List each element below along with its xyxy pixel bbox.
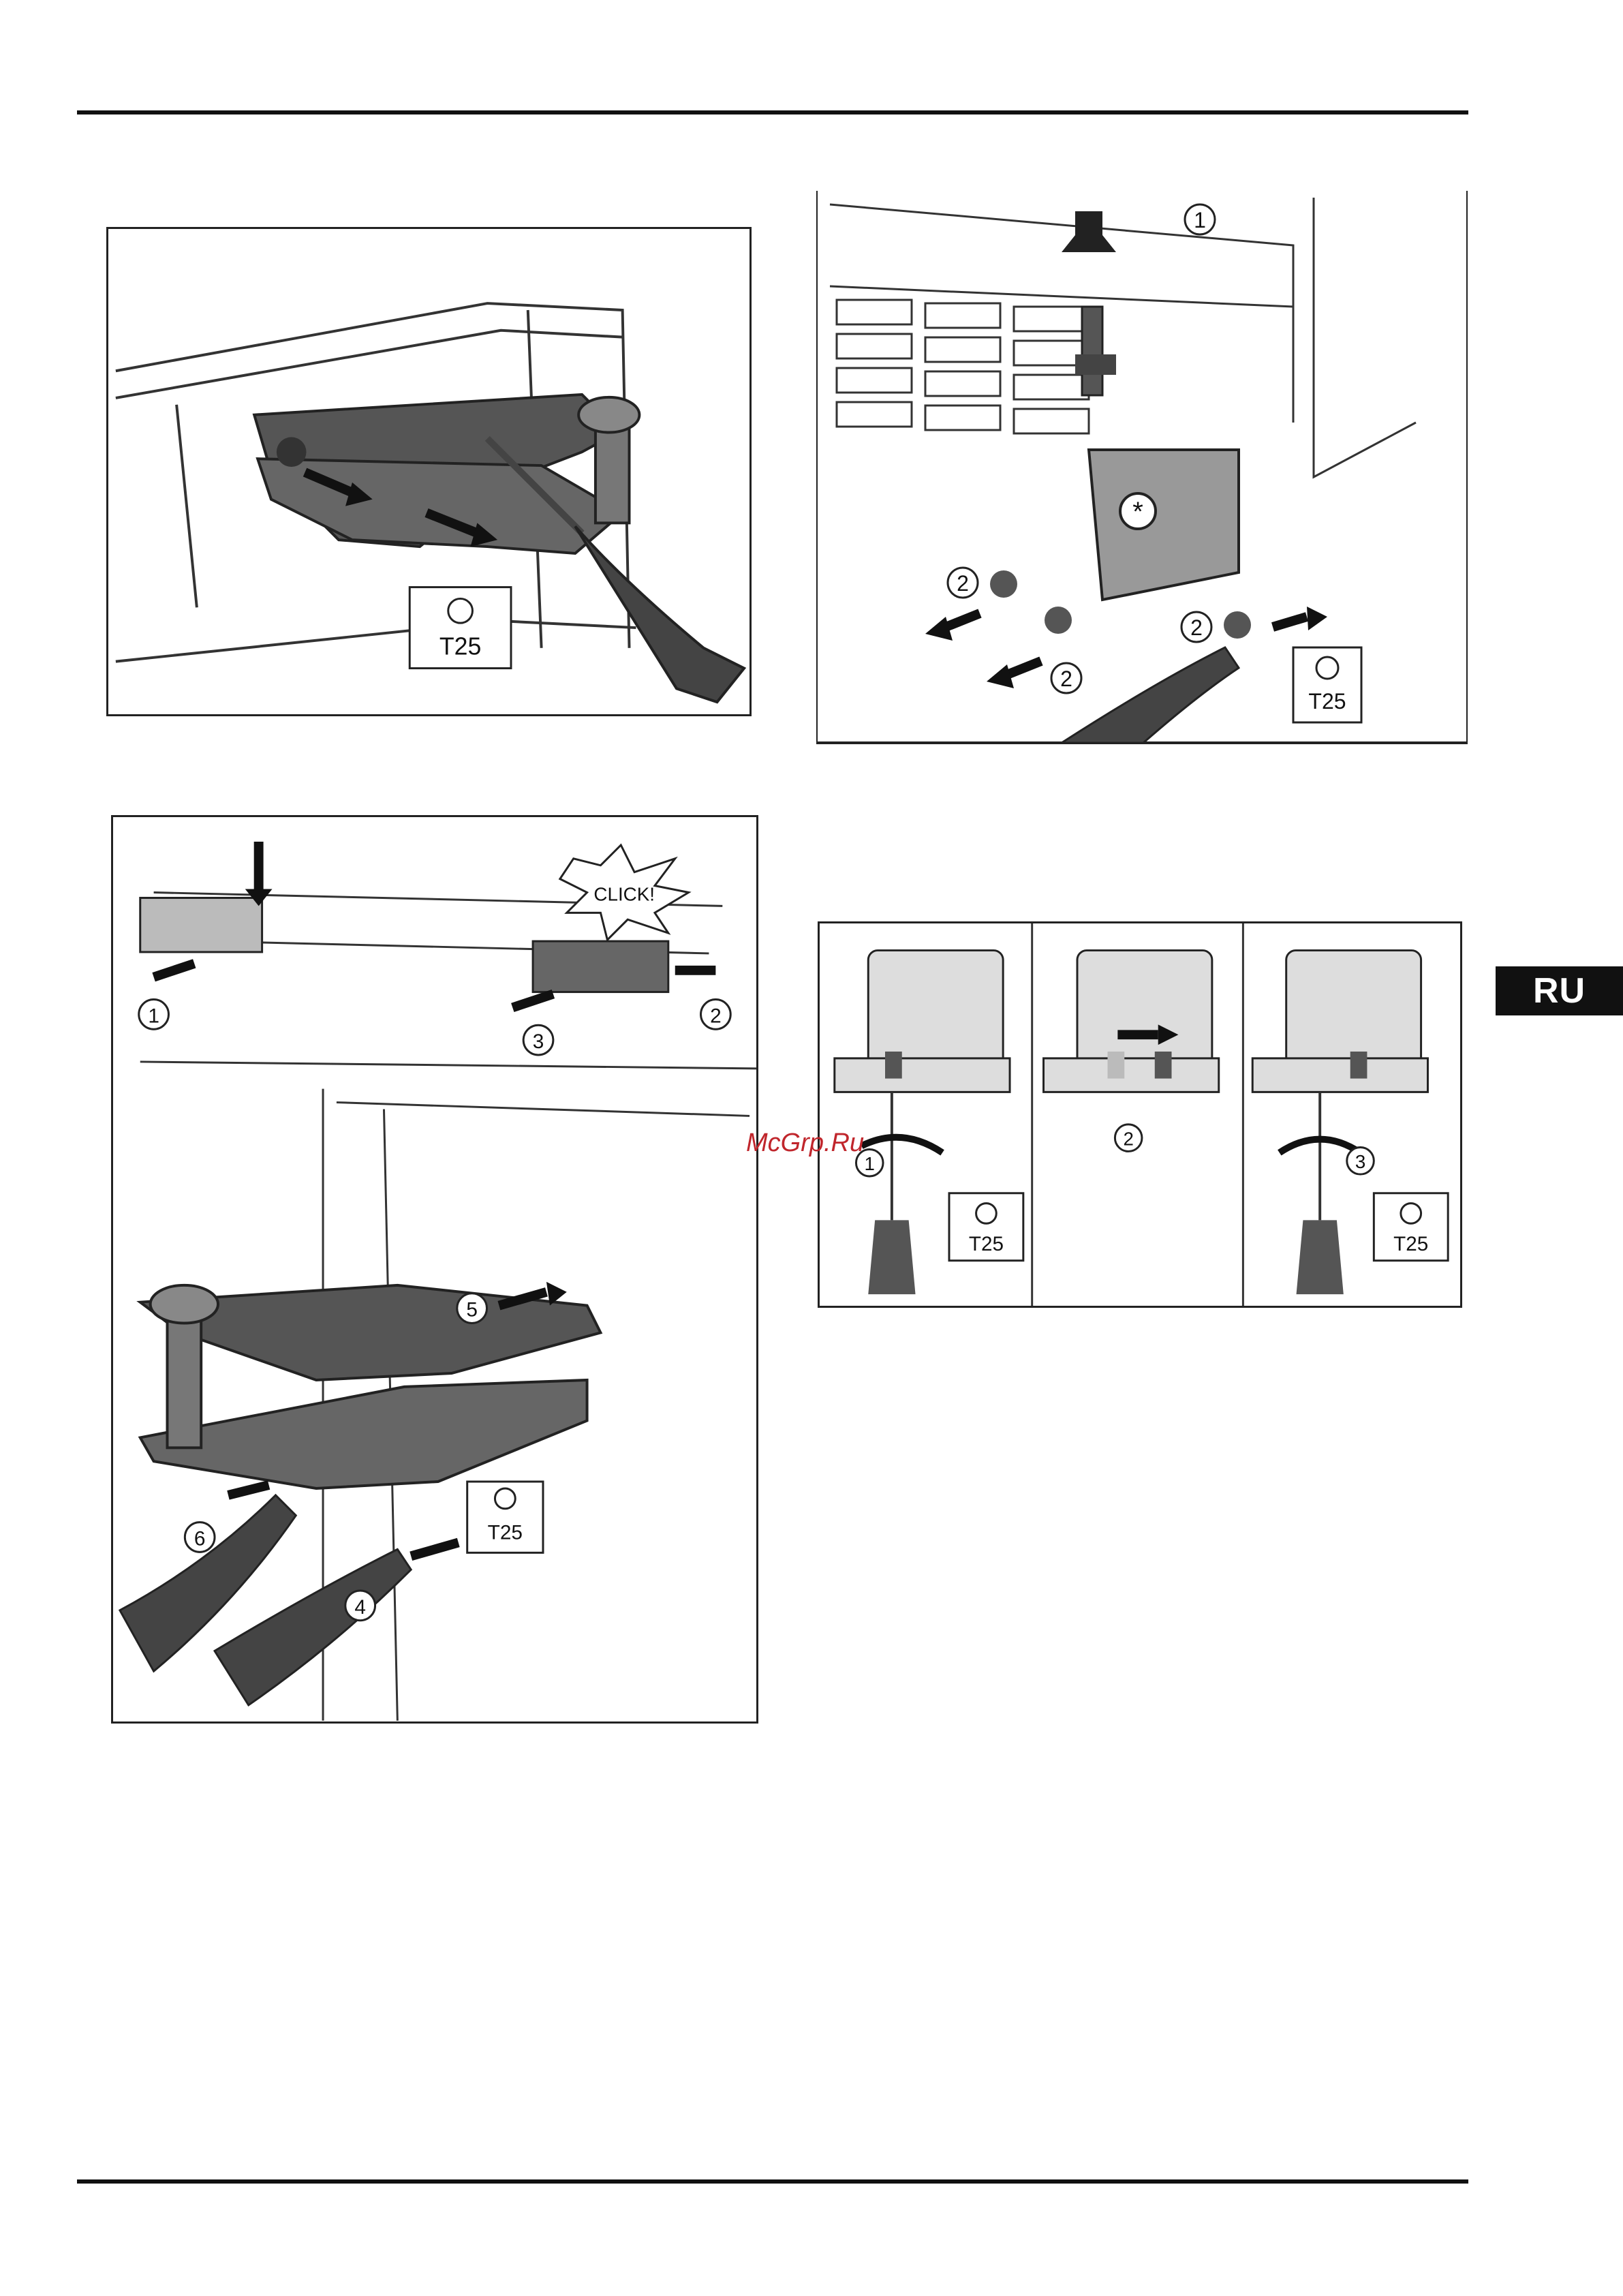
tool-label-t25-3: T25 [1393, 1233, 1428, 1255]
step-1: 1 [1194, 208, 1206, 232]
tool-label-t25: T25 [488, 1521, 523, 1544]
step-4: 4 [354, 1596, 366, 1619]
step-2: 2 [1123, 1129, 1133, 1150]
hinge-install-illustration: 1 2 3 CLICK! 5 6 4 T25 [113, 817, 756, 1721]
step-3: 3 [1355, 1151, 1365, 1172]
header-rule [77, 110, 1468, 114]
language-badge: RU [1496, 966, 1623, 1015]
step-1: 1 [865, 1153, 875, 1174]
step-2c: 2 [1190, 615, 1203, 640]
step-1: 1 [148, 1005, 159, 1027]
watermark: McGrp.Ru [746, 1129, 864, 1158]
svg-text:*: * [1132, 497, 1143, 527]
figure-bracket-removal: 1 * 2 2 2 T25 [816, 191, 1468, 750]
step-2b: 2 [1060, 667, 1072, 691]
click-label: CLICK! [593, 883, 655, 904]
step-5: 5 [466, 1299, 478, 1321]
tool-label-t25: T25 [1308, 689, 1346, 714]
hinge-removal-illustration: T25 [108, 229, 749, 714]
figure-hinge-install: 1 2 3 CLICK! 5 6 4 T25 [111, 815, 758, 1724]
bracket-removal-illustration: 1 * 2 2 2 T25 [816, 191, 1468, 750]
step-3: 3 [533, 1030, 544, 1053]
figure-hinge-removal: T25 [106, 227, 752, 716]
step-2: 2 [710, 1005, 722, 1027]
tool-label-t25-1: T25 [969, 1233, 1004, 1255]
tool-label-t25: T25 [439, 633, 482, 660]
step-2a: 2 [957, 571, 969, 596]
pin-adjustment-illustration: 1 T25 2 3 T25 [820, 923, 1460, 1306]
panel-1: 1 T25 [835, 951, 1023, 1295]
panel-3: 3 T25 [1252, 951, 1448, 1295]
figure-pin-adjustment: 1 T25 2 3 T25 [818, 921, 1462, 1308]
footer-rule [77, 2179, 1468, 2184]
panel-2: 2 [1044, 951, 1219, 1152]
step-6: 6 [194, 1527, 206, 1550]
